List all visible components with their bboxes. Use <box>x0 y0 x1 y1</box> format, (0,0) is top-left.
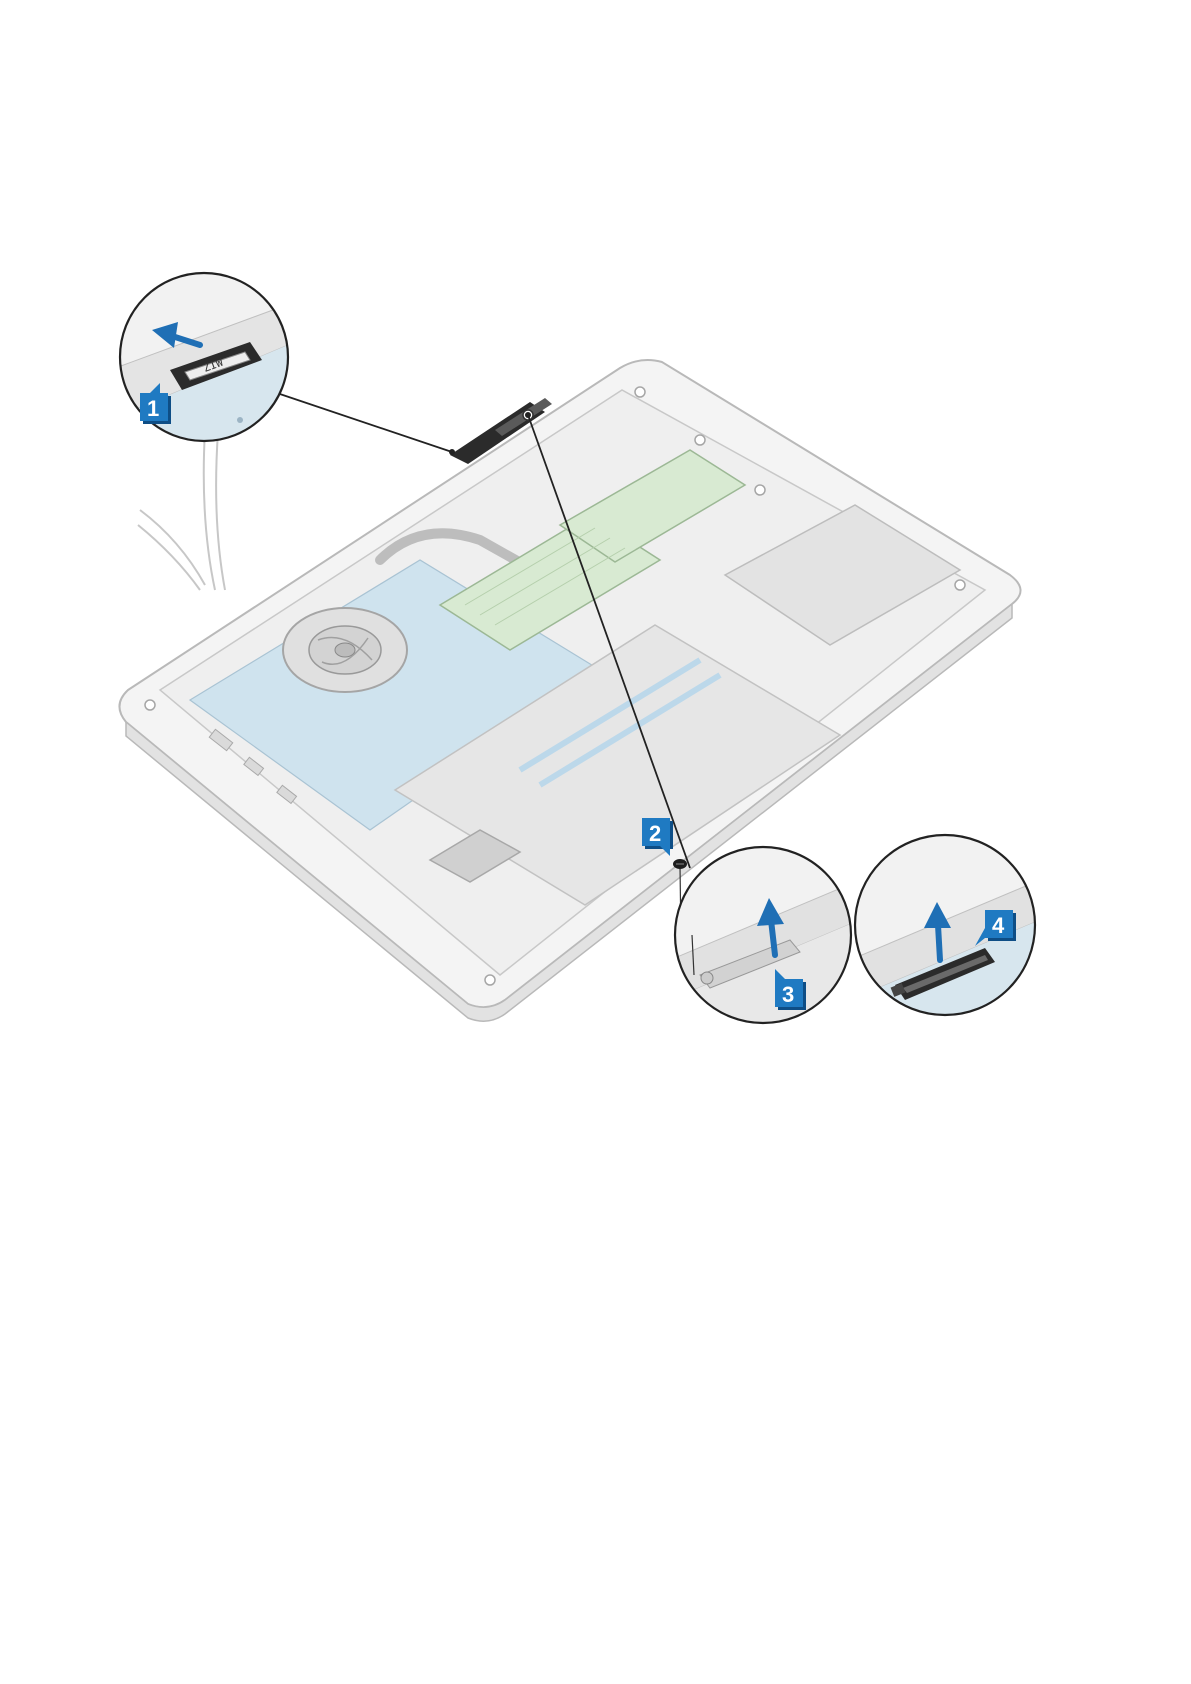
callout-number: 4 <box>992 913 1005 938</box>
zoom-circle-3 <box>670 847 860 1030</box>
callout-number: 1 <box>147 396 159 421</box>
antenna-cables <box>138 430 225 590</box>
zoom-circle-1: ZIW <box>110 273 300 460</box>
callout-number: 2 <box>649 821 661 846</box>
leader-line-1 <box>268 390 452 452</box>
cooling-fan <box>283 608 407 692</box>
callout-number: 3 <box>782 982 794 1007</box>
